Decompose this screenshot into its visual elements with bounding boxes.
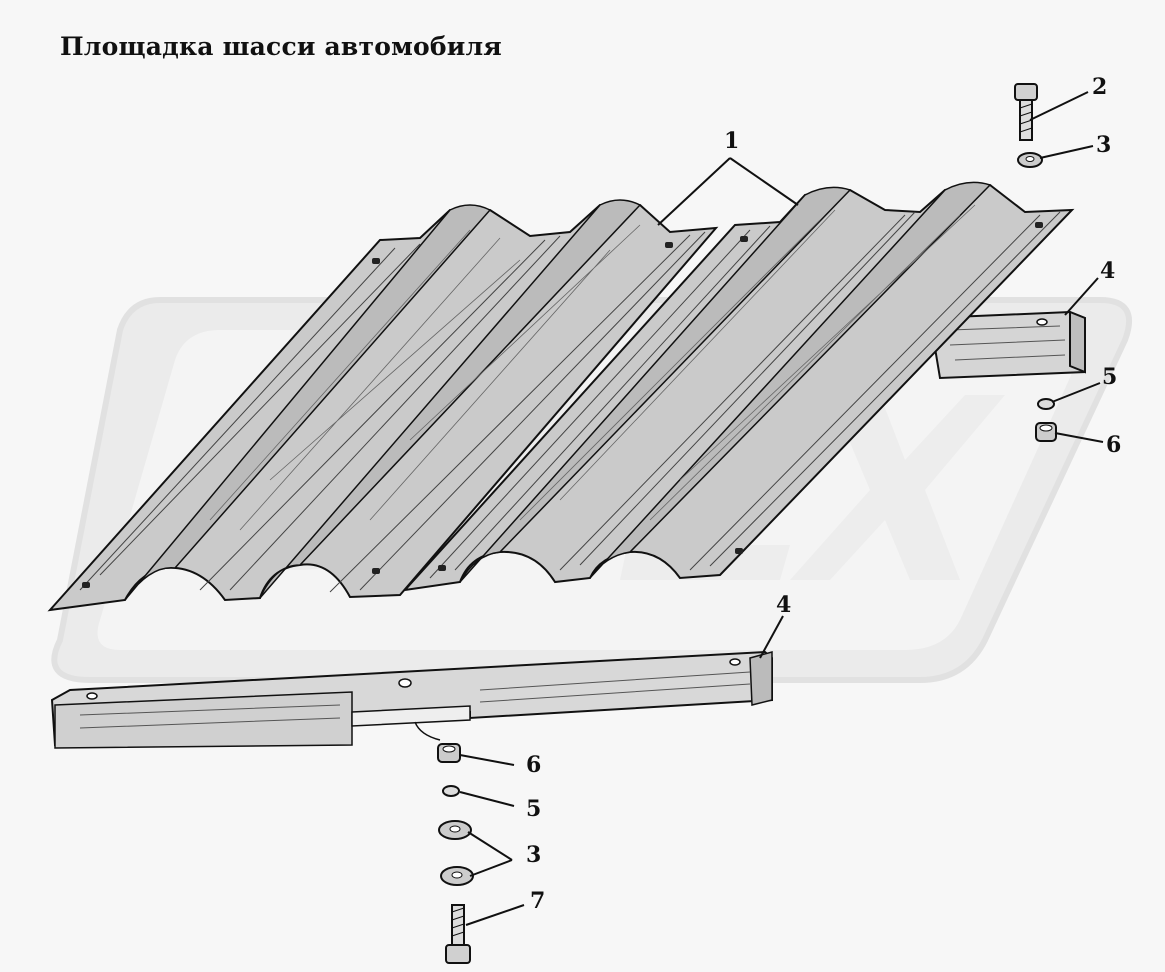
callout-7: 7 <box>530 888 545 914</box>
callout-5-right: 5 <box>1102 364 1117 390</box>
callout-2: 2 <box>1092 74 1107 100</box>
nut-lower <box>437 743 461 763</box>
spring-washer-lower <box>442 785 460 797</box>
platform-panels <box>47 181 1075 612</box>
bolt-lower <box>445 904 471 964</box>
leader-lines <box>459 91 1104 926</box>
callout-numbers: 1 2 3 4 4 5 5 6 6 3 7 <box>526 74 1121 914</box>
callout-6-lower: 6 <box>526 752 541 778</box>
page-title: Площадка шасси автомобиля <box>60 32 502 61</box>
nut-right <box>1035 422 1057 442</box>
front-beam <box>50 650 773 749</box>
callout-5-lower: 5 <box>526 796 541 822</box>
washer-top <box>1017 152 1043 168</box>
callout-4-rear: 4 <box>1100 258 1115 284</box>
callout-6-right: 6 <box>1106 432 1121 458</box>
rear-beam <box>928 310 1086 380</box>
spring-washer-right <box>1037 398 1055 410</box>
callout-3-top: 3 <box>1096 132 1111 158</box>
washer-lower-1 <box>438 820 472 840</box>
bolt-top <box>1014 83 1038 141</box>
callout-1: 1 <box>724 128 739 154</box>
callout-3-lower: 3 <box>526 842 541 868</box>
washer-lower-2 <box>440 866 474 886</box>
callout-4-front: 4 <box>776 592 791 618</box>
